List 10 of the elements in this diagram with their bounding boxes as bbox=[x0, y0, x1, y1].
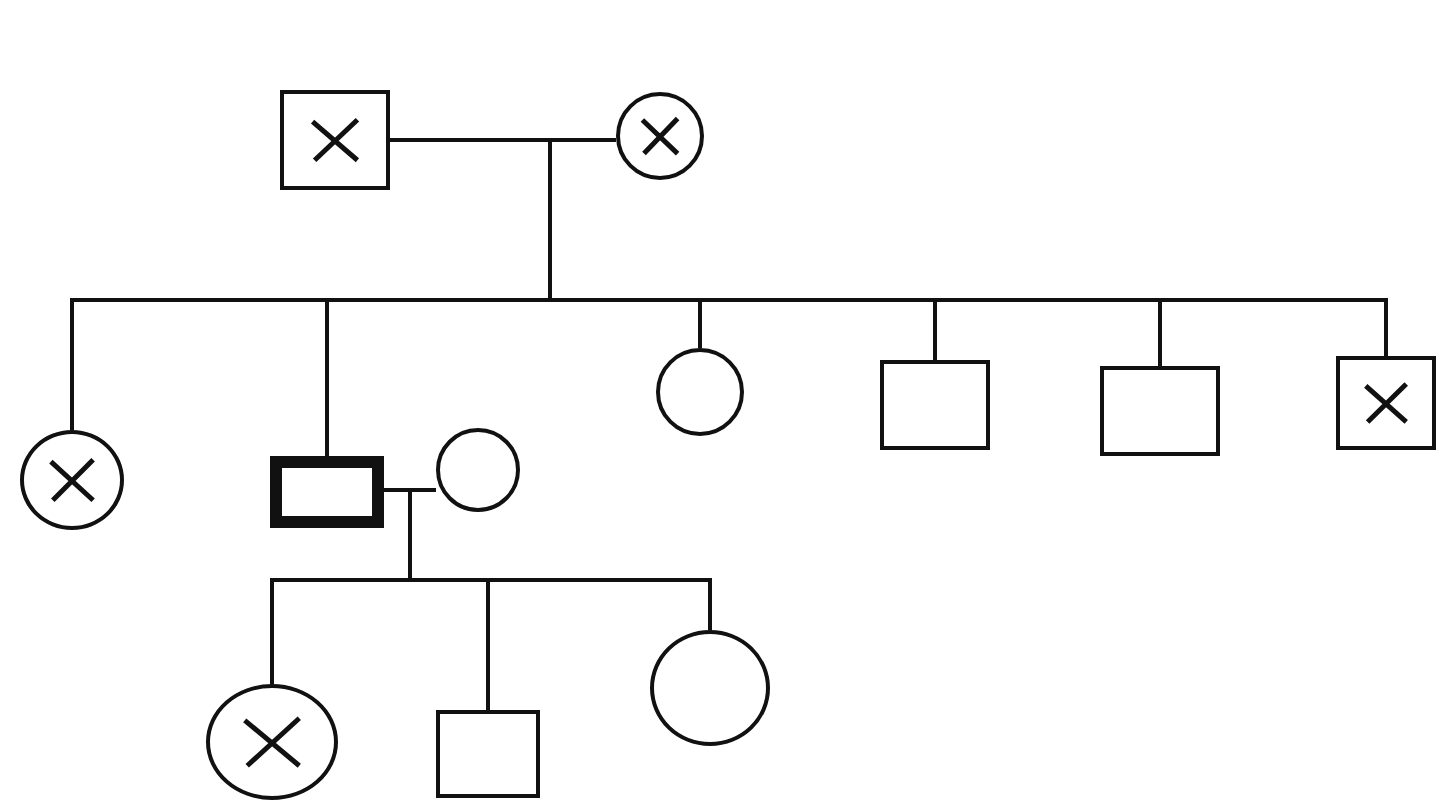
deceased-male-square bbox=[280, 90, 390, 190]
deceased-male-square bbox=[1336, 356, 1436, 450]
deceased-female-circle bbox=[20, 430, 124, 530]
deceased-female-circle bbox=[616, 92, 704, 180]
female-circle bbox=[436, 428, 520, 512]
male-square bbox=[1100, 366, 1220, 456]
female-circle bbox=[656, 348, 744, 436]
male-square bbox=[436, 710, 540, 798]
affected-male-square bbox=[270, 456, 384, 528]
male-square bbox=[880, 360, 990, 450]
